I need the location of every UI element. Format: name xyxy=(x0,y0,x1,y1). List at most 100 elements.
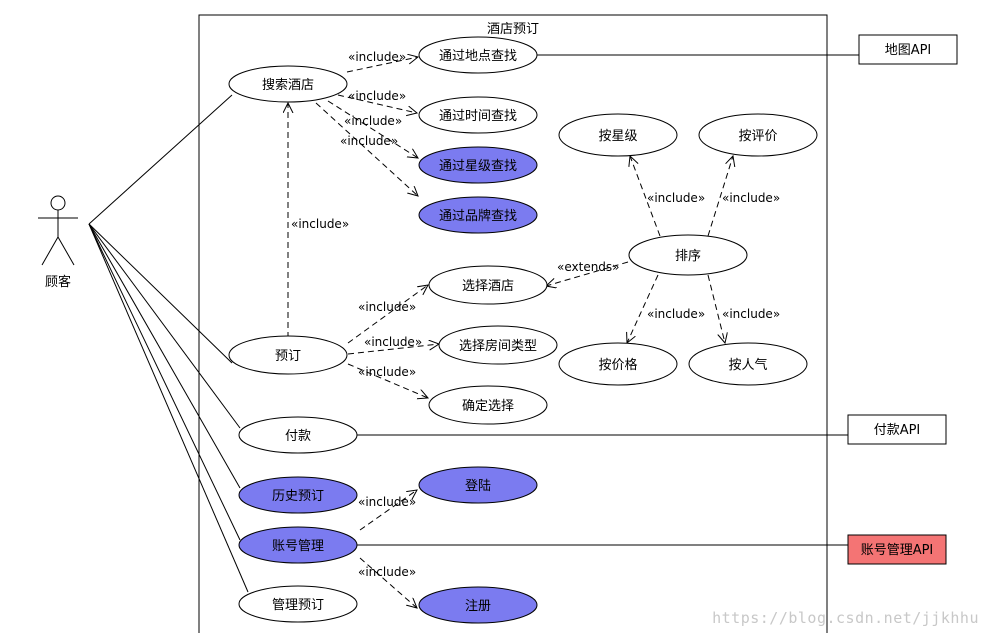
include-time xyxy=(337,94,417,113)
use-case-shape xyxy=(688,342,808,386)
actor-name: 顾客 xyxy=(45,274,71,290)
include-login xyxy=(359,490,417,531)
include-confirm xyxy=(347,363,428,398)
use-case-label: 管理预订 xyxy=(272,598,324,613)
use-case-choose-room[interactable]: 选择房间类型 xyxy=(438,325,558,365)
use-case-label: 预订 xyxy=(275,349,301,364)
use-case-shape xyxy=(418,196,538,234)
use-case-by-star[interactable]: 通过星级查找 xyxy=(418,146,538,184)
use-case-shape xyxy=(238,526,358,564)
use-case-sort-star[interactable]: 按星级 xyxy=(558,113,678,157)
use-case-shape xyxy=(438,325,558,365)
use-case-sort-rating[interactable]: 按评价 xyxy=(698,113,818,157)
use-case-label: 选择酒店 xyxy=(462,279,514,294)
label-include-choose-room: «include» xyxy=(364,335,422,349)
use-case-shape xyxy=(418,466,538,504)
actor-head xyxy=(50,195,66,211)
use-case-label: 选择房间类型 xyxy=(459,338,537,354)
external-box xyxy=(847,534,947,565)
use-cases: 搜索酒店 通过地点查找 通过时间查找 通过星级查找 通过品牌查找 按星级 按评价 xyxy=(228,36,818,624)
use-case-label: 通过星级查找 xyxy=(439,159,517,174)
external-map-api[interactable]: 地图API xyxy=(858,34,958,65)
use-case-label: 账号管理 xyxy=(272,539,324,554)
use-case-label: 按评价 xyxy=(738,129,777,144)
use-case-history[interactable]: 历史预订 xyxy=(238,476,358,514)
use-case-shape xyxy=(698,113,818,157)
label-include-login: «include» xyxy=(358,495,416,509)
label-include-sort-price: «include» xyxy=(647,307,705,321)
watermark: https://blog.csdn.net/jjkhhu xyxy=(712,609,979,627)
use-case-label: 通过品牌查找 xyxy=(439,208,517,224)
use-case-pay[interactable]: 付款 xyxy=(238,416,358,454)
label-include-search: «include» xyxy=(291,217,349,231)
use-case-label: 通过地点查找 xyxy=(439,49,517,64)
use-case-search-hotel[interactable]: 搜索酒店 xyxy=(228,65,348,103)
label-include-choose-hotel: «include» xyxy=(358,300,416,314)
external-associations xyxy=(357,54,859,546)
use-case-shape xyxy=(418,586,538,624)
assoc-history xyxy=(88,223,241,489)
use-case-register[interactable]: 注册 xyxy=(418,586,538,624)
relation-labels: «include» «include» «include» «include» … xyxy=(291,50,780,579)
extends-sort xyxy=(546,261,629,286)
use-case-label: 登陆 xyxy=(465,478,491,494)
include-sort-rating xyxy=(707,156,733,237)
assoc-pay xyxy=(88,223,241,429)
external-label: 付款API xyxy=(874,423,921,438)
use-case-label: 按星级 xyxy=(598,129,637,144)
external-payment-api[interactable]: 付款API xyxy=(847,414,947,445)
label-include-brand: «include» xyxy=(340,134,398,148)
use-case-shape xyxy=(418,146,538,184)
use-case-label: 确定选择 xyxy=(462,399,514,414)
use-case-by-time[interactable]: 通过时间查找 xyxy=(418,96,538,134)
use-case-shape xyxy=(238,416,358,454)
external-account-api[interactable]: 账号管理API xyxy=(847,534,947,565)
label-include-sort-rating: «include» xyxy=(722,191,780,205)
assoc-search xyxy=(88,94,233,225)
use-case-shape xyxy=(428,265,548,305)
use-case-sort[interactable]: 排序 xyxy=(628,234,748,276)
include-sort-popularity xyxy=(707,274,725,343)
use-case-by-brand[interactable]: 通过品牌查找 xyxy=(418,196,538,234)
assoc-book xyxy=(88,223,233,364)
use-case-label: 排序 xyxy=(675,249,701,264)
label-include-register: «include» xyxy=(358,565,416,579)
assoc-manage xyxy=(88,223,249,593)
use-case-label: 通过时间查找 xyxy=(439,109,517,124)
use-case-login[interactable]: 登陆 xyxy=(418,466,538,504)
use-case-shape xyxy=(238,585,358,623)
use-case-book[interactable]: 预订 xyxy=(228,335,348,375)
actor-associations xyxy=(88,94,249,593)
label-include-sort-popularity: «include» xyxy=(722,307,780,321)
use-case-account[interactable]: 账号管理 xyxy=(238,526,358,564)
include-sort-price xyxy=(627,274,659,343)
use-case-shape xyxy=(418,96,538,134)
use-case-sort-price[interactable]: 按价格 xyxy=(558,342,678,386)
external-box xyxy=(847,414,947,445)
use-case-choose-hotel[interactable]: 选择酒店 xyxy=(428,265,548,305)
use-case-by-location[interactable]: 通过地点查找 xyxy=(418,36,538,74)
use-case-sort-popularity[interactable]: 按人气 xyxy=(688,342,808,386)
use-case-label: 注册 xyxy=(465,599,491,614)
actor-customer: 顾客 xyxy=(38,195,78,290)
use-case-manage-booking[interactable]: 管理预订 xyxy=(238,585,358,623)
include-brand xyxy=(315,102,418,196)
label-include-star: «include» xyxy=(344,114,402,128)
dependency-lines xyxy=(288,57,733,608)
assoc-account xyxy=(88,223,241,541)
use-case-confirm[interactable]: 确定选择 xyxy=(428,385,548,425)
include-star xyxy=(327,100,418,158)
use-case-label: 按人气 xyxy=(728,357,767,373)
use-case-label: 按价格 xyxy=(598,357,637,373)
use-case-shape xyxy=(558,342,678,386)
include-sort-star xyxy=(630,156,661,237)
label-include-location: «include» xyxy=(348,50,406,64)
external-label: 地图API xyxy=(885,43,932,58)
use-case-shape xyxy=(228,335,348,375)
label-include-sort-star: «include» xyxy=(647,191,705,205)
system-title: 酒店预订 xyxy=(487,22,539,37)
external-label: 账号管理API xyxy=(861,543,934,558)
use-case-shape xyxy=(418,36,538,74)
actor-leg-left xyxy=(41,236,59,266)
